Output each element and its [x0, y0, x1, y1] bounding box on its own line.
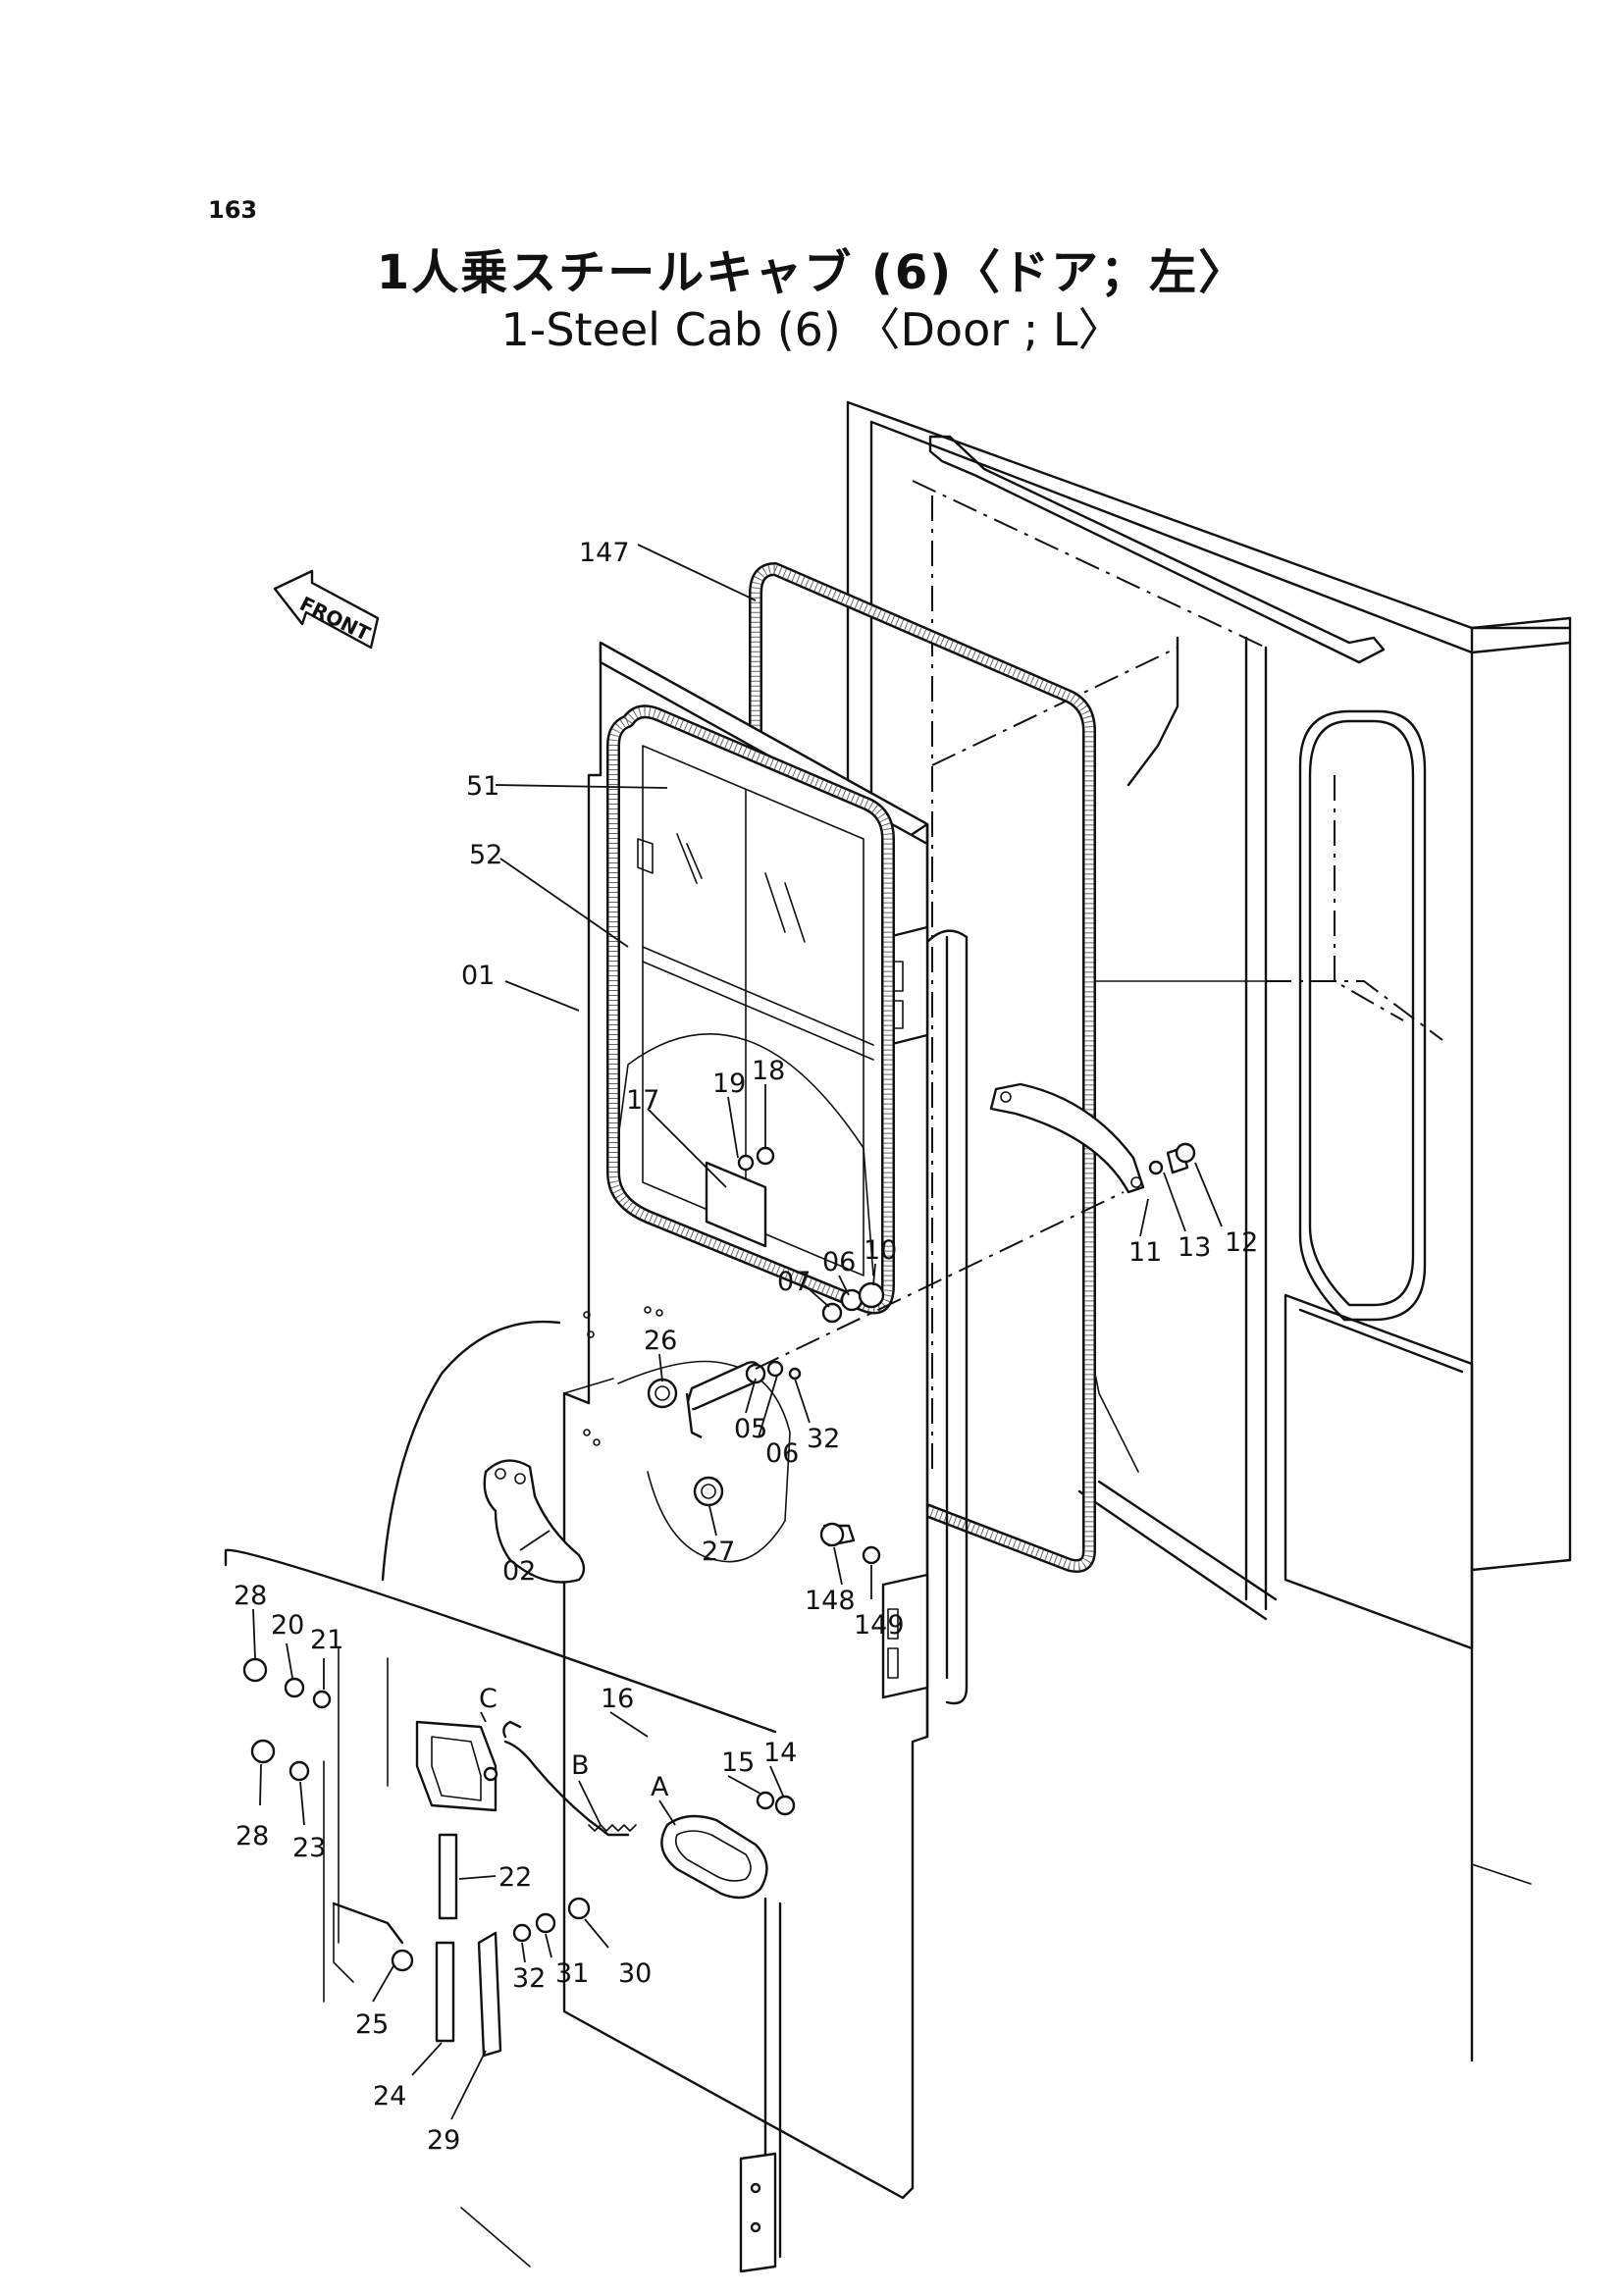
callout-13: 13 [1178, 1232, 1211, 1263]
page-number: 163 [208, 196, 258, 224]
callout-12: 12 [1225, 1227, 1258, 1258]
latch-assembly [647, 1146, 885, 1507]
callout-149: 149 [854, 1610, 905, 1641]
front-arrow-icon: FRONT [273, 569, 380, 650]
callout-06-lower: 06 [765, 1438, 799, 1469]
door-grip-02 [483, 1459, 586, 1584]
callout-10: 10 [864, 1235, 897, 1266]
callout-29: 29 [427, 2125, 460, 2156]
callout-02: 02 [502, 1556, 536, 1587]
callout-06-upper: 06 [822, 1247, 856, 1277]
callout-B: B [571, 1750, 590, 1781]
callout-52: 52 [469, 840, 502, 870]
cab-body [846, 400, 1572, 2062]
part-callouts: 147 51 52 01 19 18 17 06 10 07 26 05 06 … [234, 538, 1258, 2156]
grab-handle-11 [989, 1082, 1196, 1194]
hinge-bolts-148-149 [819, 1522, 881, 1565]
callout-28-upper: 28 [234, 1581, 267, 1611]
callout-30: 30 [618, 1958, 652, 1989]
callout-18: 18 [752, 1056, 785, 1086]
door-seal-147 [749, 562, 1096, 1573]
callout-32-lower: 32 [512, 1963, 546, 1994]
callout-05: 05 [734, 1414, 767, 1444]
callout-21: 21 [310, 1625, 343, 1655]
leader-lines [252, 544, 1223, 2120]
callout-51: 51 [466, 771, 499, 802]
callout-11: 11 [1128, 1237, 1162, 1268]
callout-25: 25 [355, 2009, 389, 2040]
title-japanese: 1人乗スチールキャブ (6)〈ドア；左〉 [376, 245, 1248, 300]
callout-20: 20 [271, 1610, 304, 1641]
callout-16: 16 [601, 1684, 634, 1714]
callout-147: 147 [579, 538, 630, 568]
lock-detail [224, 1320, 796, 2273]
door-panel-01 [562, 641, 969, 2200]
callout-28-lower: 28 [236, 1821, 269, 1851]
callout-23: 23 [292, 1833, 326, 1863]
callout-148: 148 [805, 1586, 856, 1616]
callout-07: 07 [777, 1267, 811, 1297]
callout-19: 19 [712, 1069, 746, 1099]
callout-22: 22 [498, 1862, 532, 1893]
callout-27: 27 [702, 1537, 735, 1567]
title-english: 1-Steel Cab (6) 〈Door ; L〉 [500, 303, 1124, 356]
callout-C: C [479, 1684, 498, 1714]
callout-31: 31 [555, 1958, 589, 1989]
callout-24: 24 [373, 2081, 406, 2112]
callout-A: A [651, 1772, 669, 1802]
callout-15: 15 [721, 1747, 755, 1778]
callout-01: 01 [461, 961, 495, 991]
callout-17: 17 [626, 1085, 659, 1116]
callout-32-upper: 32 [807, 1424, 840, 1454]
callout-14: 14 [763, 1738, 797, 1768]
callout-26: 26 [644, 1326, 677, 1356]
